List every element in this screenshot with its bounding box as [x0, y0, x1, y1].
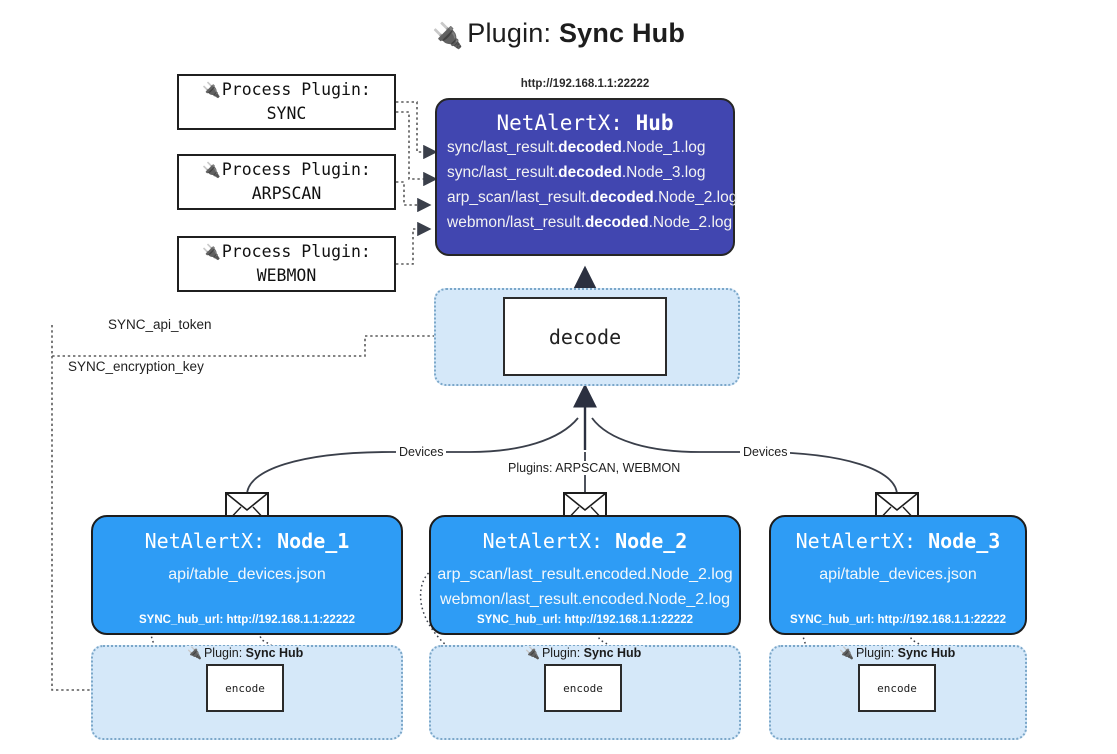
- hub-log-row: sync/last_result.decoded.Node_1.log: [447, 139, 706, 156]
- plug-icon: 🔌: [187, 646, 202, 660]
- page-title: 🔌Plugin: Sync Hub: [0, 18, 1117, 51]
- process-plugin-webmon[interactable]: 🔌Process Plugin: WEBMON: [177, 236, 396, 292]
- plug-icon: 🔌: [202, 243, 221, 262]
- node-2-line: arp_scan/last_result.encoded.Node_2.log: [437, 566, 733, 583]
- encode-box-3[interactable]: encode: [858, 664, 936, 712]
- process-plugin-webmon-name: WEBMON: [256, 266, 317, 285]
- hub-header: NetAlertX: Hub: [496, 111, 674, 135]
- encode-label: encode: [225, 681, 265, 695]
- node-1-line: api/table_devices.json: [168, 566, 326, 583]
- encode-label: encode: [563, 681, 603, 695]
- node-3-body: api/table_devices.json: [771, 563, 1025, 588]
- page-title-prefix: Plugin:: [467, 18, 559, 48]
- encode-label: encode: [877, 681, 917, 695]
- node-2-footer: SYNC_hub_url: http://192.168.1.1:22222: [476, 614, 694, 626]
- encode-box-1[interactable]: encode: [206, 664, 284, 712]
- edge-label-devices-left: Devices: [396, 445, 447, 459]
- decode-label: decode: [548, 324, 622, 349]
- node-2[interactable]: NetAlertX: Node_2 arp_scan/last_result.e…: [429, 515, 741, 635]
- encode-box-2[interactable]: encode: [544, 664, 622, 712]
- process-plugin-sync[interactable]: 🔌Process Plugin: SYNC: [177, 74, 396, 130]
- node-2-header: NetAlertX: Node_2: [482, 529, 688, 553]
- node-2-body: arp_scan/last_result.encoded.Node_2.log …: [431, 563, 739, 613]
- encode-plugin-label-2: 🔌Plugin: Sync Hub: [523, 646, 644, 660]
- encode-plugin-label-3: 🔌Plugin: Sync Hub: [837, 646, 958, 660]
- hub-log-row: webmon/last_result.decoded.Node_2.log: [447, 214, 733, 232]
- sync-api-token-label: SYNC_api_token: [104, 317, 216, 332]
- process-plugin-arpscan[interactable]: 🔌Process Plugin: ARPSCAN: [177, 154, 396, 210]
- decode-box[interactable]: decode: [503, 297, 667, 376]
- node-1-header: NetAlertX: Node_1: [144, 529, 350, 553]
- hub-log-row: arp_scan/last_result.decoded.Node_2.log: [447, 189, 738, 207]
- plug-icon: 🔌: [431, 22, 464, 50]
- plug-icon: 🔌: [839, 646, 854, 660]
- sync-encryption-key-label: SYNC_encryption_key: [64, 359, 208, 374]
- node-3-footer: SYNC_hub_url: http://192.168.1.1:22222: [789, 614, 1007, 626]
- edge-label-plugins-center: Plugins: ARPSCAN, WEBMON: [505, 461, 684, 475]
- plug-icon: 🔌: [202, 81, 221, 100]
- process-plugin-sync-title: 🔌Process Plugin:: [202, 80, 371, 100]
- node-2-line: webmon/last_result.encoded.Node_2.log: [440, 590, 730, 608]
- process-plugin-arpscan-name: ARPSCAN: [251, 184, 322, 203]
- plug-icon: 🔌: [525, 646, 540, 660]
- page-title-name: Sync Hub: [558, 18, 686, 48]
- plug-icon: 🔌: [202, 161, 221, 180]
- hub-url-label: http://192.168.1.1:22222: [520, 78, 650, 90]
- node-1-body: api/table_devices.json: [93, 563, 401, 588]
- node-1-footer: SYNC_hub_url: http://192.168.1.1:22222: [138, 614, 356, 626]
- node-1[interactable]: NetAlertX: Node_1 api/table_devices.json…: [91, 515, 403, 635]
- process-plugin-arpscan-title: 🔌Process Plugin:: [202, 160, 371, 180]
- node-3-header: NetAlertX: Node_3: [795, 529, 1001, 553]
- node-3-line: api/table_devices.json: [819, 566, 977, 583]
- hub-node[interactable]: NetAlertX: Hub sync/last_result.decoded.…: [435, 98, 738, 256]
- hub-log-row: sync/last_result.decoded.Node_3.log: [447, 164, 706, 182]
- process-plugin-sync-name: SYNC: [266, 104, 307, 123]
- process-plugin-webmon-title: 🔌Process Plugin:: [202, 242, 371, 262]
- node-3[interactable]: NetAlertX: Node_3 api/table_devices.json…: [769, 515, 1027, 635]
- edge-label-devices-right: Devices: [740, 445, 791, 459]
- encode-plugin-label-1: 🔌Plugin: Sync Hub: [185, 646, 306, 660]
